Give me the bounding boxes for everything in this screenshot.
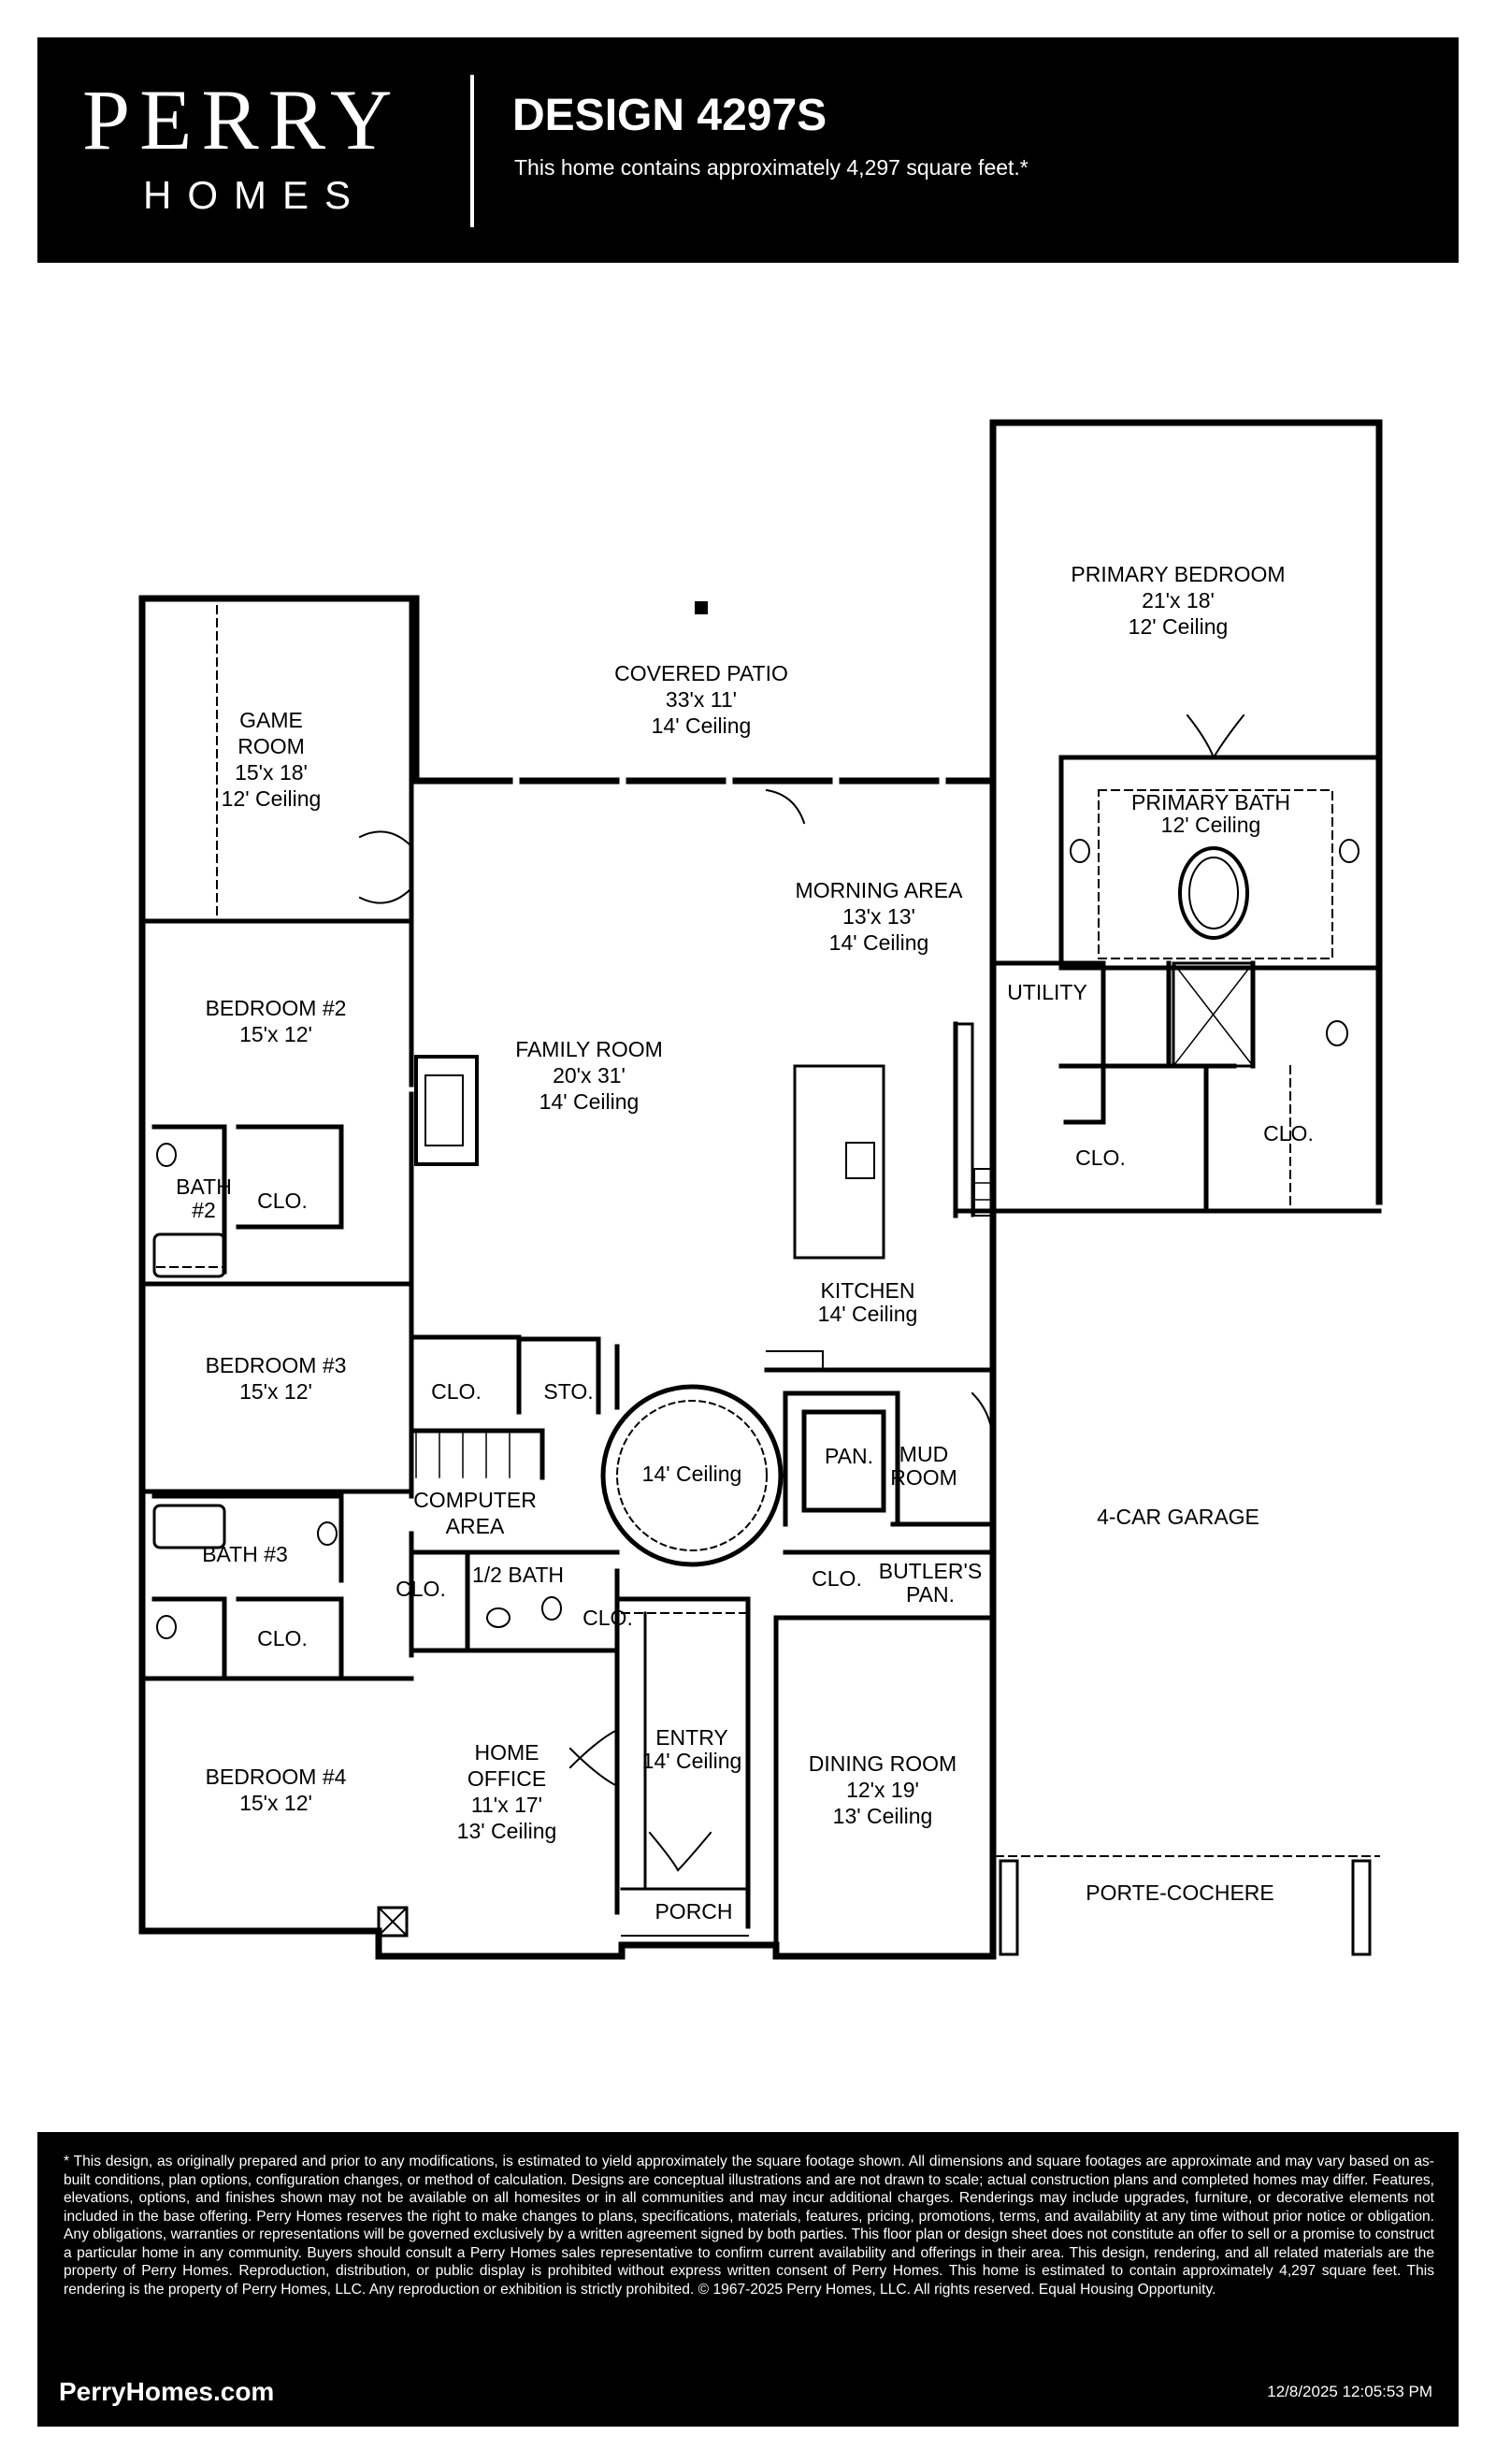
room-porte-cochere: PORTE-COCHERE [1086,1880,1274,1905]
primary-bedroom-ceiling: 12' Ceiling [1128,614,1229,639]
room-utility: UTILITY [1007,980,1087,1004]
family-room-size: 20'x 31' [553,1063,626,1088]
kitchen-island [793,1064,885,1260]
room-primary-bedroom: PRIMARY BEDROOM 21'x 18' 12' Ceiling [1071,561,1285,640]
bedroom-4-name: BEDROOM #4 [205,1765,347,1789]
room-half-bath: 1/2 BATH [472,1563,564,1587]
room-storage: STO. [543,1379,594,1404]
room-porch: PORCH [654,1899,733,1924]
design-subtitle: This home contains approximately 4,297 s… [514,155,1028,180]
primary-tub [1178,846,1249,940]
bedroom-3-size: 15'x 12' [239,1379,312,1404]
game-room-size: 15'x 18' [235,760,308,785]
room-home-office: HOME OFFICE 11'x 17' 13' Ceiling [457,1739,557,1844]
bedroom-4-size: 15'x 12' [239,1791,312,1815]
butlers-pantry-line-2: PAN. [906,1582,955,1607]
fireplace [414,1055,479,1166]
room-bedroom-2: BEDROOM #2 15'x 12' [206,995,347,1047]
mud-room-line-1: MUD [899,1442,949,1466]
entry-name: ENTRY [655,1725,728,1750]
home-office-line-1: HOME [474,1740,539,1765]
family-room-name: FAMILY ROOM [515,1037,663,1061]
room-dining-room: DINING ROOM 12'x 19' 13' Ceiling [809,1751,957,1829]
covered-patio-ceiling: 14' Ceiling [651,713,752,738]
computer-area-line-1: COMPUTER [413,1488,537,1512]
room-hall-closet: CLO. [431,1379,482,1404]
dining-room-size: 12'x 19' [846,1778,919,1802]
room-bedroom-3: BEDROOM #3 15'x 12' [206,1352,347,1405]
room-kitchen: KITCHEN 14' Ceiling [818,1279,918,1326]
room-game-room: GAME ROOM 15'x 18' 12' Ceiling [222,707,322,812]
game-room-name-1: GAME [239,708,303,732]
covered-patio-size: 33'x 11' [665,687,738,712]
primary-bath-ceiling: 12' Ceiling [1160,813,1261,837]
room-mud-room: MUD ROOM [890,1443,957,1490]
room-bedroom-4: BEDROOM #4 15'x 12' [206,1764,347,1816]
room-butler-closet: CLO. [812,1566,862,1591]
morning-area-ceiling: 14' Ceiling [828,930,929,955]
brand-logo-homes: HOMES [143,173,367,217]
bath-2-line-2: #2 [192,1198,216,1222]
entry-ceiling: 14' Ceiling [641,1749,742,1773]
room-morning-area: MORNING AREA 13'x 13' 14' Ceiling [796,877,963,956]
header-banner: PERRY HOMES DESIGN 4297S This home conta… [37,37,1459,263]
disclaimer-text: * This design, as originally prepared an… [64,2154,1434,2298]
rotunda [600,1384,784,1567]
room-pantry: PAN. [825,1444,873,1468]
interior-walls [139,596,1382,1959]
kitchen-sink [845,1142,875,1179]
exterior-walls [138,419,1383,1960]
covered-patio-name: COVERED PATIO [614,661,788,685]
room-entry-closet: CLO. [583,1606,633,1630]
room-bath-3: BATH #3 [202,1542,288,1566]
room-covered-patio: COVERED PATIO 33'x 11' 14' Ceiling [614,660,788,739]
room-half-bath-closet: CLO. [396,1577,446,1601]
timestamp: 12/8/2025 12:05:53 PM [1267,2383,1432,2400]
brand-logo-perry: PERRY [82,72,402,167]
game-room-ceiling: 12' Ceiling [221,786,322,811]
bedroom-2-size: 15'x 12' [239,1022,312,1046]
kitchen-ceiling: 14' Ceiling [817,1302,918,1326]
primary-bath-name: PRIMARY BATH [1131,790,1290,814]
mud-room-line-2: ROOM [890,1465,957,1490]
dining-room-name: DINING ROOM [808,1751,957,1776]
computer-area-line-2: AREA [445,1514,505,1538]
room-primary-closet: CLO. [1263,1121,1314,1146]
home-office-ceiling: 13' Ceiling [456,1819,557,1843]
morning-area-name: MORNING AREA [795,878,963,902]
butlers-pantry-line-1: BUTLER'S [878,1559,983,1583]
bedroom-3-name: BEDROOM #3 [205,1353,347,1377]
room-primary-bath: PRIMARY BATH 12' Ceiling [1131,791,1290,836]
bath-2-line-1: BATH [176,1174,232,1199]
website-link[interactable]: PerryHomes.com [59,2377,275,2406]
primary-bedroom-name: PRIMARY BEDROOM [1071,562,1286,586]
bedroom-2-name: BEDROOM #2 [205,996,347,1020]
home-office-line-2: OFFICE [467,1766,547,1791]
footer-banner: * This design, as originally prepared an… [37,2132,1459,2427]
room-garage: 4-CAR GARAGE [1097,1505,1259,1529]
room-bath-2: BATH #2 [176,1175,232,1222]
room-computer-area: COMPUTER AREA [413,1487,537,1539]
design-title: DESIGN 4297S [512,91,827,140]
game-room-name-2: ROOM [237,734,305,758]
room-butlers-pantry: BUTLER'S PAN. [879,1560,982,1607]
room-utility-closet: CLO. [1075,1146,1126,1170]
room-rotunda: 14' Ceiling [641,1462,742,1486]
logo-divider [470,75,474,227]
family-room-ceiling: 14' Ceiling [539,1089,640,1114]
kitchen-name: KITCHEN [820,1278,915,1303]
room-family-room: FAMILY ROOM 20'x 31' 14' Ceiling [515,1036,663,1115]
dining-room-ceiling: 13' Ceiling [832,1804,933,1828]
morning-area-size: 13'x 13' [842,904,915,929]
primary-bedroom-size: 21'x 18' [1142,588,1215,612]
room-bath-3-closet: CLO. [257,1626,308,1650]
home-office-size: 11'x 17' [470,1793,543,1817]
room-bath-2-closet: CLO. [257,1189,308,1213]
room-entry: ENTRY 14' Ceiling [642,1726,742,1773]
